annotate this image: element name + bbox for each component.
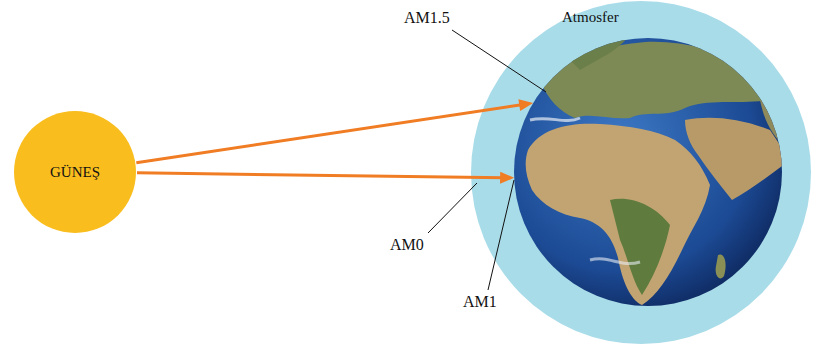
sunlight-arrow [137,172,514,184]
cloud [590,259,640,264]
atmosphere-label: Atmosfer [562,9,619,26]
continents [526,33,795,305]
madagascar [716,254,726,278]
scandinavia [570,33,630,70]
asia [760,100,795,150]
sun-disc [14,111,136,233]
leader-line [428,183,477,233]
arrow-shaft [137,173,504,178]
africa [526,124,710,305]
atmosphere-node: Atmosfer [470,0,812,345]
air-mass-label: AM1 [463,293,497,311]
africa-forest [610,199,670,295]
cloud [530,118,580,121]
atmosphere-fill [471,1,811,344]
sun-node: GÜNEŞ [13,110,137,234]
europe [540,42,770,119]
air-mass-label: AM0 [390,236,424,254]
atmosphere-circle [470,0,812,345]
sun-label: GÜNEŞ [50,164,100,181]
arrow-shaft [136,104,523,162]
air-mass-label: AM1.5 [404,9,450,27]
